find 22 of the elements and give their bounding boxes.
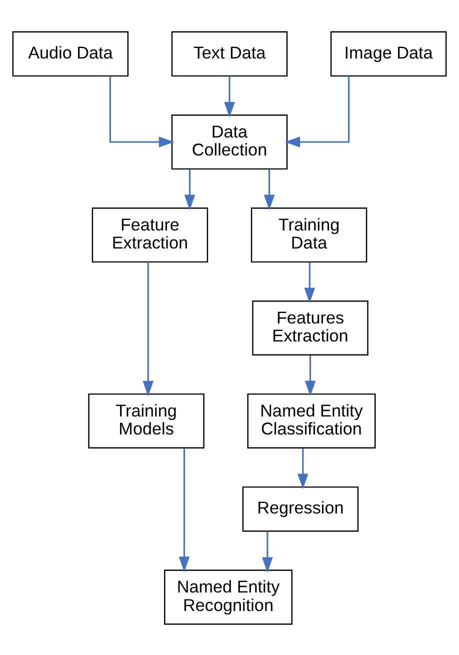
node-box: Data Collection	[171, 114, 288, 170]
node-box: Image Data	[330, 30, 447, 76]
arrow	[284, 76, 350, 147]
node-box: Features Extraction	[252, 300, 368, 356]
node-box: Regression	[242, 486, 359, 532]
arrow	[304, 354, 316, 396]
arrow	[262, 530, 273, 572]
arrow	[304, 262, 316, 303]
node-box: Training Data	[250, 206, 368, 262]
arrow	[224, 76, 235, 117]
node-box: Named Entity Classification	[247, 392, 376, 448]
arrow	[264, 168, 275, 210]
node-box: Text Data	[171, 30, 288, 76]
arrow	[178, 448, 190, 572]
arrow	[109, 76, 174, 147]
node-box: Training Models	[88, 392, 204, 448]
node-box: Feature Extraction	[92, 206, 208, 262]
arrow	[184, 168, 196, 210]
arrow	[298, 448, 308, 489]
node-box: Audio Data	[12, 30, 129, 76]
node-box: Named Entity Recognition	[164, 569, 293, 624]
arrow	[142, 262, 154, 396]
